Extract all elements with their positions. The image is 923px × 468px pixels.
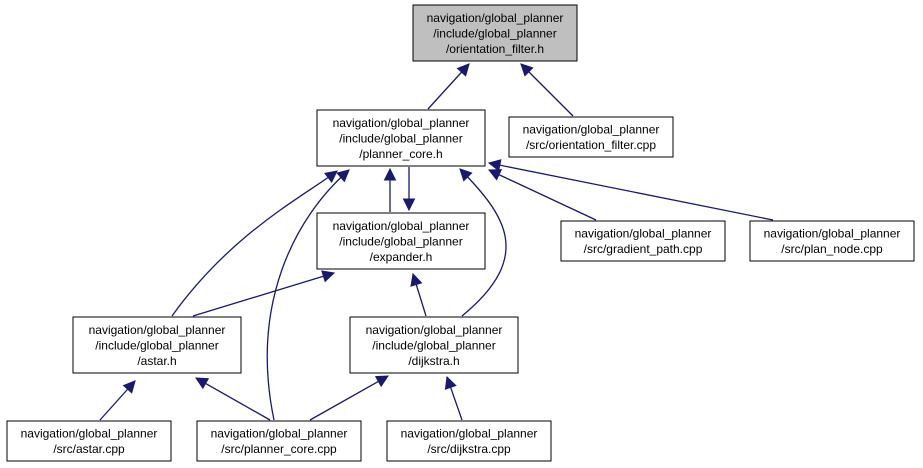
edge-arrowhead — [444, 375, 457, 390]
edge-planner_core_h-to-expander_h — [402, 167, 416, 212]
node-expander-h[interactable]: navigation/global_planner/include/global… — [316, 212, 486, 270]
node-box — [72, 316, 242, 374]
edge-arrowhead — [374, 375, 389, 388]
node-label-line: /include/global_planner — [433, 26, 556, 40]
edge-planner_core_cpp-to-dijkstra_h — [309, 375, 389, 421]
edge-line — [488, 162, 774, 221]
edge-arrowhead — [487, 169, 503, 181]
edge-arrowhead — [459, 168, 473, 182]
node-dijkstra-cpp[interactable]: navigation/global_planner/src/dijkstra.c… — [386, 420, 552, 462]
node-astar-h[interactable]: navigation/global_planner/include/global… — [72, 316, 242, 374]
edge-arrowhead — [520, 63, 534, 77]
edge-line — [520, 63, 574, 117]
node-box — [412, 4, 578, 62]
node-label-line: /astar.h — [137, 354, 176, 368]
node-label-line: navigation/global_planner — [427, 11, 564, 25]
edge-astar_h-to-expander_h — [192, 270, 336, 317]
edge-arrowhead — [487, 159, 502, 172]
node-planner-core-h[interactable]: navigation/global_planner/include/global… — [316, 109, 486, 167]
edge-arrowhead — [195, 377, 210, 390]
node-planner-core-cpp[interactable]: navigation/global_planner/src/planner_co… — [196, 420, 362, 462]
edge-planner_core_h-to-orientation_filter_h — [427, 63, 470, 110]
node-label-line: /planner_core.h — [359, 147, 442, 161]
node-label-line: /dijkstra.h — [408, 354, 459, 368]
node-label-line: /include/global_planner — [339, 234, 462, 248]
node-astar-cpp[interactable]: navigation/global_planner/src/astar.cpp — [6, 420, 172, 462]
node-label-line: /src/planner_core.cpp — [221, 442, 337, 456]
node-label-line: /include/global_planner — [95, 338, 218, 352]
edge-arrowhead — [383, 167, 397, 181]
node-label-line: navigation/global_planner — [401, 427, 538, 441]
node-box — [6, 420, 172, 462]
node-label-line: navigation/global_planner — [89, 323, 226, 337]
node-box — [196, 420, 362, 462]
edge-line — [266, 169, 350, 421]
node-dijkstra-h[interactable]: navigation/global_planner/include/global… — [349, 316, 519, 374]
node-box — [508, 116, 674, 158]
node-box — [349, 316, 519, 374]
edge-dijkstra_cpp-to-dijkstra_h — [444, 375, 463, 421]
node-box — [386, 420, 552, 462]
edge-dijkstra_h-to-expander_h — [410, 272, 427, 317]
node-label-line: /src/dijkstra.cpp — [427, 442, 511, 456]
edge-arrowhead — [402, 198, 416, 212]
edge-expander_h-to-planner_core_h — [383, 167, 397, 212]
node-label-line: /expander.h — [370, 250, 433, 264]
edge-astar_cpp-to-astar_h — [99, 380, 136, 421]
edge-arrowhead — [336, 169, 350, 183]
edge-line — [192, 272, 335, 317]
node-gradient-path-cpp[interactable]: navigation/global_planner/src/gradient_p… — [560, 220, 726, 262]
node-label-line: navigation/global_planner — [366, 323, 503, 337]
node-label-line: navigation/global_planner — [575, 227, 712, 241]
edge-line — [171, 170, 338, 317]
node-label-line: navigation/global_planner — [523, 123, 660, 137]
edges-layer — [99, 63, 774, 421]
edge-arrowhead — [324, 170, 338, 184]
edge-arrowhead — [410, 272, 423, 287]
edge-plan_node_cpp-to-planner_core_h — [487, 159, 774, 221]
node-label-line: /src/plan_node.cpp — [781, 242, 883, 256]
node-box — [316, 212, 486, 270]
node-label-line: navigation/global_planner — [211, 427, 348, 441]
node-label-line: /include/global_planner — [372, 338, 495, 352]
edge-arrowhead — [122, 380, 136, 394]
edge-arrowhead — [321, 270, 336, 283]
node-box — [560, 220, 726, 262]
node-box — [749, 220, 915, 262]
node-label-line: navigation/global_planner — [333, 219, 470, 233]
edge-arrowhead — [456, 63, 470, 77]
node-orientation-filter-cpp[interactable]: navigation/global_planner/src/orientatio… — [508, 116, 674, 158]
node-label-line: navigation/global_planner — [333, 116, 470, 130]
node-label-line: /src/gradient_path.cpp — [584, 242, 703, 256]
nodes-layer: navigation/global_planner/include/global… — [6, 4, 915, 462]
node-label-line: navigation/global_planner — [21, 427, 158, 441]
edge-line — [488, 169, 597, 221]
edge-line — [459, 168, 507, 317]
node-label-line: /orientation_filter.h — [446, 42, 544, 56]
edge-planner_core_cpp-to-planner_core_h — [266, 169, 350, 421]
node-orientation-filter-h[interactable]: navigation/global_planner/include/global… — [412, 4, 578, 62]
edge-planner_core_cpp-to-astar_h — [195, 377, 271, 421]
node-plan-node-cpp[interactable]: navigation/global_planner/src/plan_node.… — [749, 220, 915, 262]
edge-astar_h-to-planner_core_h — [171, 170, 338, 317]
node-label-line: navigation/global_planner — [764, 227, 901, 241]
edge-line — [195, 377, 271, 421]
node-label-line: /src/orientation_filter.cpp — [526, 138, 656, 152]
node-box — [316, 109, 486, 167]
node-label-line: /src/astar.cpp — [53, 442, 125, 456]
edge-orientation_filter_cpp-to-orientation_filter_h — [520, 63, 574, 117]
edge-dijkstra_h-to-planner_core_h — [459, 168, 507, 317]
edge-gradient_path_cpp-to-planner_core_h — [487, 169, 597, 221]
node-label-line: /include/global_planner — [339, 131, 462, 145]
edge-line — [309, 375, 389, 421]
